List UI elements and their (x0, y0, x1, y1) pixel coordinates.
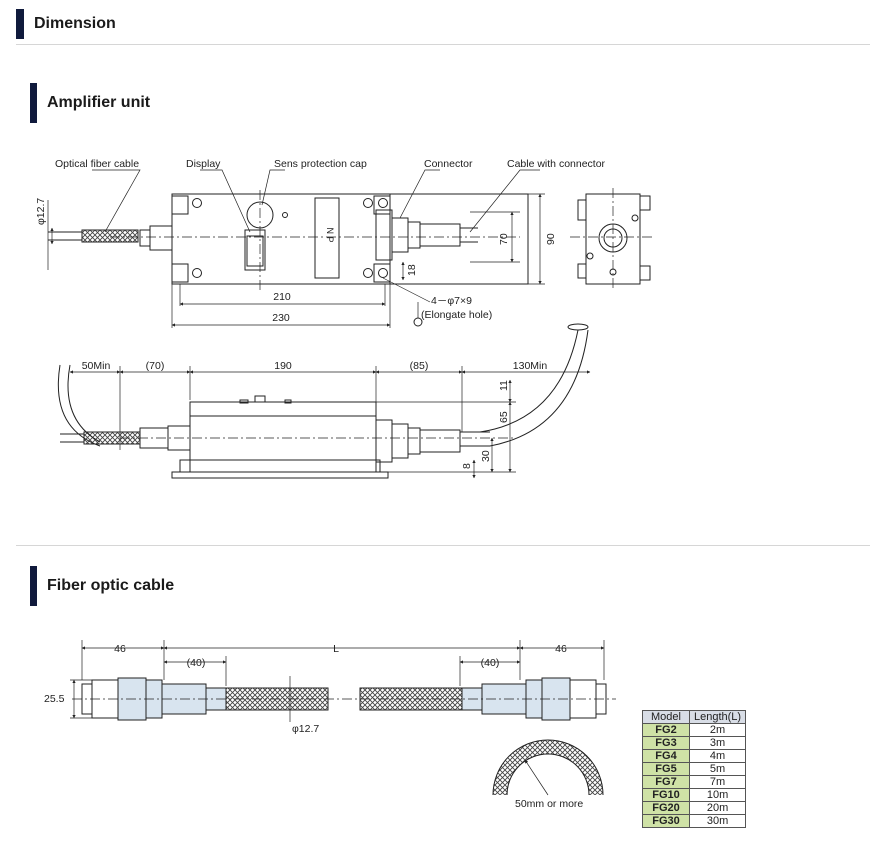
length-cell: 5m (688, 762, 747, 776)
model-cell: FG5 (642, 762, 690, 776)
amplifier-header: Amplifier unit (30, 83, 150, 123)
amplifier-title: Amplifier unit (47, 94, 151, 111)
length-cell: 7m (688, 775, 747, 789)
dim-50min: 50Min (82, 360, 111, 372)
model-cell: FG3 (642, 736, 690, 750)
label-elongate-hole: (Elongate hole) (421, 309, 492, 321)
model-cell: FG7 (642, 775, 690, 789)
dim-8: 8 (461, 463, 473, 469)
length-cell: 30m (688, 814, 747, 828)
model-cell: FG4 (642, 749, 690, 763)
dim-230: 230 (272, 312, 290, 324)
dim-L: L (333, 643, 339, 655)
dim-40-left: (40) (187, 657, 206, 669)
label-display: Display (186, 158, 221, 170)
length-cell: 2m (688, 723, 747, 737)
dim-40-right: (40) (481, 657, 500, 669)
amplifier-end-view (570, 188, 655, 290)
fiber-title: Fiber optic cable (47, 577, 175, 594)
label-connector: Connector (424, 158, 473, 170)
header-bar (30, 566, 37, 606)
label-sens-protection-cap: Sens protection cap (274, 158, 367, 170)
dimension-header: Dimension (16, 9, 116, 39)
column-header-model: Model (642, 710, 690, 724)
dim-70-paren: (70) (146, 360, 165, 372)
model-cell: FG2 (642, 723, 690, 737)
label-cable-with-connector: Cable with connector (507, 158, 606, 170)
length-cell: 3m (688, 736, 747, 750)
length-cell: 4m (688, 749, 747, 763)
model-cell: FG30 (642, 814, 690, 828)
dim-25-5: 25.5 (44, 693, 65, 705)
dim-190: 190 (274, 360, 292, 372)
dim-46-right: 46 (555, 643, 567, 655)
model-cell: FG10 (642, 788, 690, 802)
amplifier-top-view: N P (47, 169, 545, 328)
length-cell: 10m (688, 788, 747, 802)
label-bend-radius: 50mm or more (515, 798, 583, 810)
label-optical-fiber-cable: Optical fiber cable (55, 158, 139, 170)
dim-30: 30 (480, 450, 492, 462)
divider (16, 44, 870, 45)
dim-85-paren: (85) (410, 360, 429, 372)
fiber-cable-drawing (70, 640, 616, 796)
column-header-length: Length(L) (688, 710, 747, 724)
dim-90: 90 (545, 233, 557, 245)
label-holes: 4－φ7×9 (431, 295, 472, 307)
np-label: N P (325, 227, 335, 242)
model-cell: FG20 (642, 801, 690, 815)
dim-210: 210 (273, 291, 291, 303)
table-header-row: Model Length(L) (642, 710, 747, 724)
header-bar (16, 9, 24, 39)
dim-70: 70 (498, 233, 510, 245)
divider (16, 545, 870, 546)
dim-65: 65 (498, 411, 510, 423)
dim-phi-12-7: φ12.7 (292, 723, 319, 735)
dim-11: 11 (498, 380, 510, 391)
dim-phi-12-7-vertical: φ12.7 (35, 198, 47, 225)
length-cell: 20m (688, 801, 747, 815)
dim-18: 18 (406, 264, 418, 276)
fiber-header: Fiber optic cable (30, 566, 174, 606)
dimension-title: Dimension (34, 15, 116, 32)
header-bar (30, 83, 37, 123)
amplifier-side-view (57, 323, 591, 479)
dim-46-left: 46 (114, 643, 126, 655)
dim-130min: 130Min (513, 360, 548, 372)
